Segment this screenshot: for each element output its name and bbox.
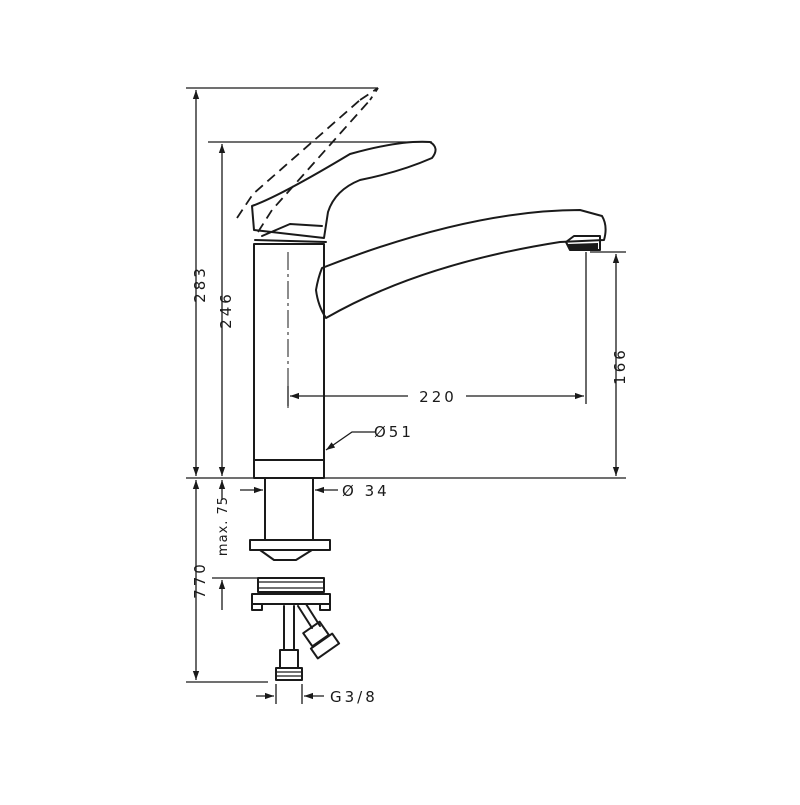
- faucet-body: [253, 243, 325, 479]
- dimension-labels: 283 246 166 220 Ø51 Ø 34 max. 75 770 G3/…: [191, 265, 629, 706]
- supply-hoses: [275, 603, 341, 681]
- faucet-outline: [236, 87, 607, 681]
- mounting-shank: [264, 477, 314, 541]
- lever-handle: [251, 140, 437, 239]
- dim-total-height: 283: [191, 265, 209, 303]
- mounting-nut: [257, 577, 325, 593]
- spout: [315, 209, 607, 319]
- dim-spout-reach: 220: [419, 388, 457, 406]
- dim-shank-diameter: Ø 34: [342, 482, 390, 500]
- lever-open-position-dashed: [236, 87, 379, 233]
- aerator: [565, 235, 601, 251]
- mounting-plate: [249, 539, 331, 551]
- dim-hose-length: 770: [191, 561, 209, 599]
- dim-max-deck-thickness: max. 75: [216, 496, 231, 556]
- dim-spout-height: 166: [611, 347, 629, 385]
- dim-body-diameter: Ø51: [374, 423, 414, 441]
- dimension-lines: [186, 87, 626, 704]
- dim-body-height: 246: [217, 291, 235, 329]
- dim-connection-thread: G3/8: [330, 688, 378, 706]
